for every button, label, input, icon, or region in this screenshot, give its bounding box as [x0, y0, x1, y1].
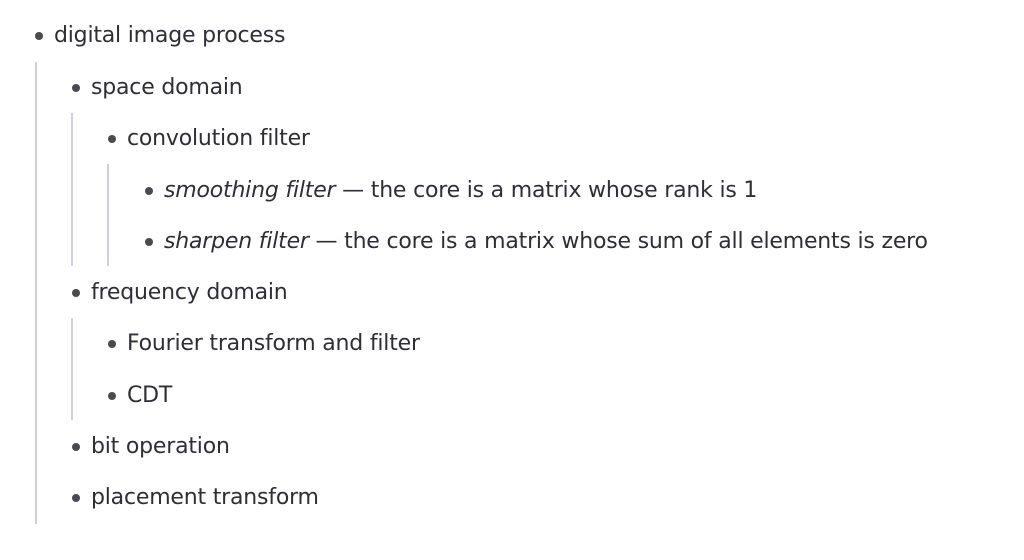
bullet-icon[interactable] [72, 443, 80, 451]
bullet-icon[interactable] [145, 187, 153, 195]
bullet-icon[interactable] [35, 32, 43, 40]
item-separator: — [308, 229, 345, 254]
outline-item-smoothing-filter[interactable]: smoothing filter — the core is a matrix … [145, 176, 758, 206]
outline-item-convolution-filter[interactable]: convolution filter [108, 124, 310, 154]
item-label: bit operation [91, 434, 230, 459]
item-term: sharpen filter [164, 229, 309, 254]
item-label: space domain [91, 75, 243, 100]
outline-item-sharpen-filter[interactable]: sharpen filter — the core is a matrix wh… [145, 227, 928, 257]
bullet-icon[interactable] [72, 494, 80, 502]
item-label: Fourier transform and filter [127, 331, 420, 356]
guide-line-space-domain [71, 113, 73, 266]
item-description: the core is a matrix whose sum of all el… [344, 229, 928, 254]
outline-item-space-domain[interactable]: space domain [72, 73, 243, 103]
item-label: CDT [127, 383, 173, 408]
item-description: the core is a matrix whose rank is 1 [370, 178, 758, 203]
bullet-icon[interactable] [145, 238, 153, 246]
bullet-icon[interactable] [72, 84, 80, 92]
outline-item-bit-operation[interactable]: bit operation [72, 432, 230, 462]
item-label: frequency domain [91, 280, 288, 305]
guide-line-root [35, 62, 37, 524]
item-label: convolution filter [127, 126, 310, 151]
item-label: digital image process [54, 23, 286, 48]
bullet-icon[interactable] [108, 340, 116, 348]
outline-item-digital-image-process[interactable]: digital image process [35, 21, 286, 51]
item-term: smoothing filter [164, 178, 336, 203]
bullet-icon[interactable] [108, 392, 116, 400]
guide-line-frequency-domain [71, 318, 73, 420]
guide-line-convolution-filter [107, 164, 109, 266]
item-separator: — [335, 178, 371, 203]
item-label: placement transform [91, 485, 319, 510]
bullet-icon[interactable] [108, 135, 116, 143]
bullet-icon[interactable] [72, 289, 80, 297]
outline-item-placement-transform[interactable]: placement transform [72, 483, 319, 513]
outline-item-cdt[interactable]: CDT [108, 381, 173, 411]
outline-item-frequency-domain[interactable]: frequency domain [72, 278, 288, 308]
outline-item-fourier-transform[interactable]: Fourier transform and filter [108, 329, 420, 359]
